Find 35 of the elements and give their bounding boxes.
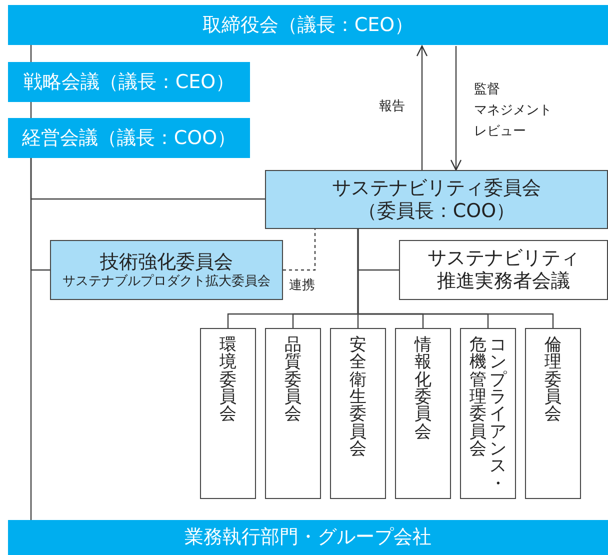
node-title: 技術強化委員会 — [100, 250, 233, 274]
node-title: サステナビリティ委員会 — [332, 176, 541, 200]
node-title: サステナビリティ推進実務者会議 — [426, 247, 580, 293]
node-title: 経営会議（議長：COO） — [22, 126, 236, 150]
committee-box — [265, 170, 608, 229]
organization-bar — [8, 520, 608, 555]
node-subtitle: サステナブルプロダクト拡大委員会 — [62, 274, 270, 290]
organization-bar — [8, 118, 250, 158]
committee-box — [399, 240, 608, 300]
organization-bar — [8, 62, 250, 102]
organization-bar — [8, 5, 608, 45]
arrow — [450, 46, 462, 171]
committee-name: 安全衛生委員会 — [350, 337, 366, 458]
committee-name: 品質委員会 — [284, 337, 302, 424]
committee-name: コンプライアンス・危機管理委員会 — [470, 337, 506, 494]
committee-box — [265, 328, 321, 499]
node-subtitle: （委員長：COO） — [358, 200, 516, 222]
committee-name: 倫理委員会 — [544, 337, 562, 424]
connector-line — [357, 229, 554, 328]
committee-box — [330, 328, 386, 499]
committee-name: 情報化委員会 — [414, 337, 432, 441]
committee-box — [50, 240, 283, 300]
committee-name: 環境委員会 — [220, 337, 236, 424]
dotted-connector — [283, 229, 316, 271]
committee-box — [200, 328, 256, 499]
connector-line — [30, 102, 32, 118]
node-title: 取締役会（議長：CEO） — [202, 14, 414, 36]
connector-line — [30, 45, 32, 62]
committee-box — [460, 328, 516, 499]
committee-box — [395, 328, 451, 499]
arrow — [416, 45, 428, 170]
connector-line — [30, 158, 32, 520]
node-title: 業務執行部門・グループ会社 — [184, 526, 432, 549]
committee-box — [525, 328, 581, 499]
node-title: 戦略会議（議長：CEO） — [23, 70, 235, 94]
